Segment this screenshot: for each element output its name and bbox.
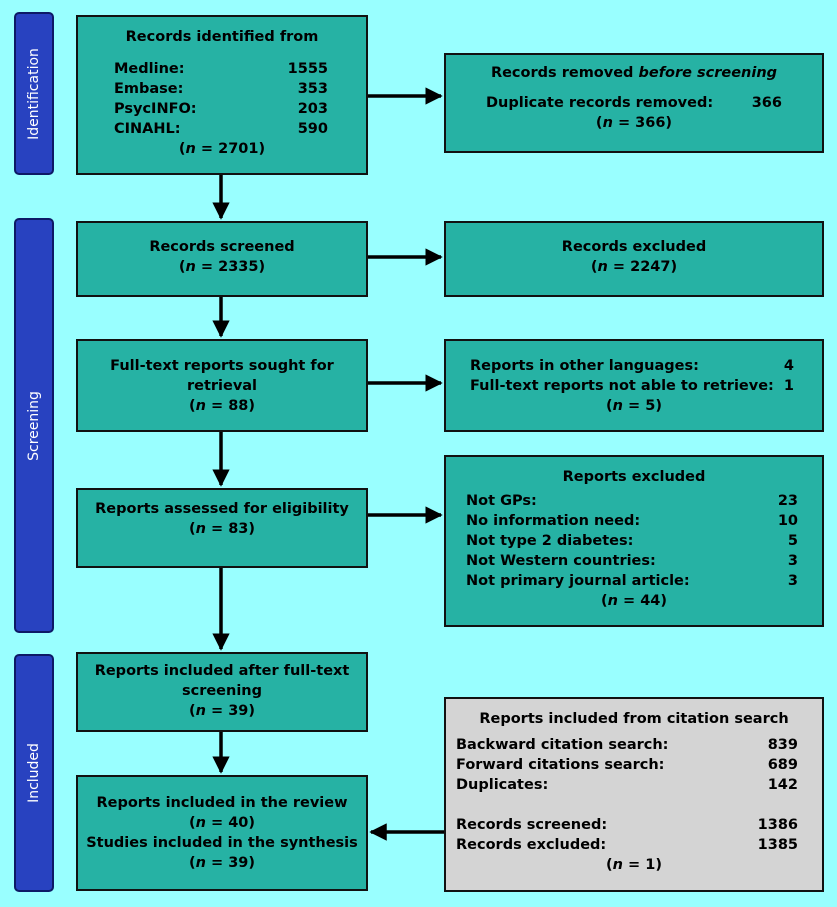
exclusion-row: Not primary journal article:3 (466, 573, 798, 589)
not-retrieved-row: Full-text reports not able to retrieve:1 (470, 378, 794, 394)
exclusion-row: Not type 2 diabetes:5 (466, 533, 798, 549)
records-excluded-box: Records excluded (n = 2247) (444, 221, 824, 297)
included-review-n2: (n = 39) (188, 855, 256, 871)
reports-not-retrieved-n: (n = 5) (606, 398, 662, 414)
records-excluded-n: (n = 2247) (590, 259, 678, 275)
records-identified-box: Records identified from Medline:1555 Emb… (76, 15, 368, 175)
citation-row-forward: Forward citations search:689 (456, 757, 798, 773)
phase-label-included: Included (26, 743, 42, 803)
reports-assessed-n: (n = 83) (188, 521, 256, 537)
source-row-embase: Embase:353 (114, 81, 328, 97)
included-fulltext-line2: screening (181, 683, 263, 699)
source-row-psycinfo: PsycINFO:203 (114, 101, 328, 117)
included-review-line2: Studies included in the synthesis (86, 835, 358, 851)
source-row-cinahl: CINAHL:590 (114, 121, 328, 137)
reports-sought-n: (n = 88) (188, 398, 256, 414)
exclusion-row: Not GPs:23 (466, 493, 798, 509)
records-excluded-title: Records excluded (561, 239, 707, 255)
citation-row-screened: Records screened:1386 (456, 817, 798, 833)
reports-sought-line1: Full-text reports sought for (110, 358, 334, 374)
other-languages-row: Reports in other languages:4 (470, 358, 794, 374)
records-screened-n: (n = 2335) (178, 259, 266, 275)
records-removed-box: Records removed before screening Duplica… (444, 53, 824, 153)
reports-not-retrieved-box: Reports in other languages:4 Full-text r… (444, 339, 824, 432)
included-review-n1: (n = 40) (188, 815, 256, 831)
reports-assessed-title: Reports assessed for eligibility (95, 501, 349, 517)
phase-identification: Identification (14, 12, 54, 175)
reports-assessed-box: Reports assessed for eligibility (n = 83… (76, 488, 368, 568)
citation-search-n: (n = 1) (606, 857, 662, 873)
citation-search-title: Reports included from citation search (479, 711, 789, 727)
included-review-box: Reports included in the review (n = 40) … (76, 775, 368, 891)
reports-excluded-title: Reports excluded (562, 469, 706, 485)
records-identified-n: (n = 2701) (178, 141, 266, 157)
records-screened-title: Records screened (149, 239, 295, 255)
included-fulltext-box: Reports included after full-text screeni… (76, 652, 368, 732)
citation-row-excluded: Records excluded:1385 (456, 837, 798, 853)
source-row-medline: Medline:1555 (114, 61, 328, 77)
records-removed-title: Records removed before screening (490, 65, 778, 81)
reports-excluded-box: Reports excluded Not GPs:23 No informati… (444, 455, 824, 627)
citation-search-box: Reports included from citation search Ba… (444, 697, 824, 892)
included-fulltext-line1: Reports included after full-text (94, 663, 350, 679)
records-removed-n: (n = 366) (595, 115, 673, 131)
reports-sought-box: Full-text reports sought for retrieval (… (76, 339, 368, 432)
duplicate-records-row: Duplicate records removed:366 (486, 95, 782, 111)
reports-excluded-n: (n = 44) (600, 593, 668, 609)
reports-sought-line2: retrieval (186, 378, 258, 394)
records-identified-title: Records identified from (125, 29, 319, 45)
citation-row-backward: Backward citation search:839 (456, 737, 798, 753)
phase-included: Included (14, 654, 54, 892)
exclusion-row: No information need:10 (466, 513, 798, 529)
included-fulltext-n: (n = 39) (188, 703, 256, 719)
phase-label-screening: Screening (26, 390, 42, 461)
phase-screening: Screening (14, 218, 54, 633)
phase-label-identification: Identification (26, 47, 42, 140)
citation-row-duplicates: Duplicates:142 (456, 777, 798, 793)
exclusion-row: Not Western countries:3 (466, 553, 798, 569)
records-screened-box: Records screened (n = 2335) (76, 221, 368, 297)
included-review-line1: Reports included in the review (96, 795, 348, 811)
